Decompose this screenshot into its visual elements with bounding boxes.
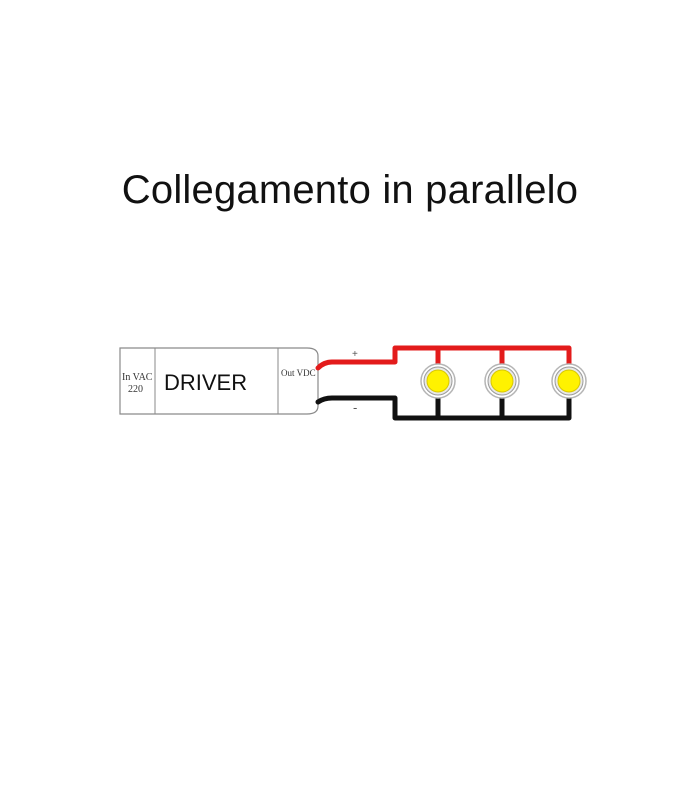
driver-label: DRIVER xyxy=(164,370,247,395)
driver-input-voltage: 220 xyxy=(128,384,143,395)
led-1 xyxy=(420,363,456,399)
negative-marker: - xyxy=(353,400,357,415)
page-title: Collegamento in parallelo xyxy=(121,168,579,212)
negative-trunk xyxy=(315,393,572,421)
led-3 xyxy=(551,363,587,399)
driver-box: In VAC 220 DRIVER Out VDC xyxy=(119,347,319,415)
negative-wire xyxy=(315,393,572,421)
positive-marker: + xyxy=(352,349,358,360)
driver-outline xyxy=(119,347,319,415)
led-3-bulb xyxy=(557,369,581,393)
positive-trunk xyxy=(315,345,572,371)
driver-input-label: In VAC xyxy=(122,372,153,383)
led-2 xyxy=(484,363,520,399)
positive-wire xyxy=(315,345,572,371)
led-2-bulb xyxy=(490,369,514,393)
driver-output-label: Out VDC xyxy=(281,368,316,378)
led-1-bulb xyxy=(426,369,450,393)
